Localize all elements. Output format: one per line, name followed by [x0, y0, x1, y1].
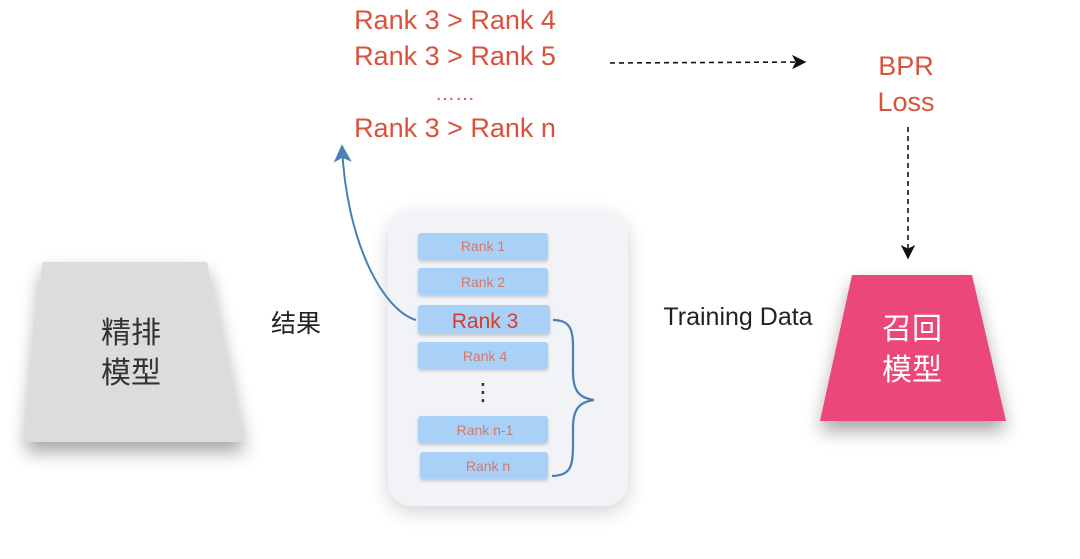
recall-model-shape [820, 275, 1006, 421]
ranking-model-label-line-1: 精排 [101, 316, 161, 351]
pair-line-2: Rank 3 > Rank 5 [354, 41, 556, 71]
loss-label-line-2: Loss [877, 87, 934, 117]
blue-curved-arrow [333, 144, 417, 321]
dashed-arrow-to-loss [609, 54, 807, 70]
blue-bracket [551, 318, 595, 478]
ranking-model-shape [25, 262, 245, 442]
training-data-label: Training Data [663, 303, 812, 331]
rank-box-1-label: Rank 1 [461, 238, 506, 254]
rank-box-n-1 [418, 416, 548, 443]
rank-box-2-label: Rank 2 [461, 274, 506, 290]
recall-model [820, 275, 1006, 421]
rank-box-4-label: Rank 4 [463, 348, 508, 364]
rank-box-2 [418, 268, 548, 295]
rank-list-vertical-dots: ⋮ [471, 378, 495, 406]
rank-box-n-label: Rank n [466, 458, 510, 474]
pair-ellipsis: …… [435, 83, 475, 105]
rank-box-n [420, 452, 548, 479]
result-label: 结果 [271, 310, 321, 338]
rank-box-3-label: Rank 3 [452, 310, 519, 333]
pair-line-3: Rank 3 > Rank n [354, 113, 556, 143]
rank-box-n-1-label: Rank n-1 [457, 422, 514, 438]
rank-box-1 [418, 233, 548, 260]
loss-label-line-1: BPR [878, 51, 934, 81]
ranking-model-label-line-2: 模型 [101, 356, 161, 391]
rank-box-4 [418, 342, 548, 369]
recall-model-label-line-2: 模型 [882, 353, 942, 388]
rank-box-3 [418, 305, 550, 334]
ranking-model [25, 262, 245, 442]
recall-model-label-line-1: 召回 [882, 312, 942, 347]
pair-line-1: Rank 3 > Rank 4 [354, 5, 556, 35]
